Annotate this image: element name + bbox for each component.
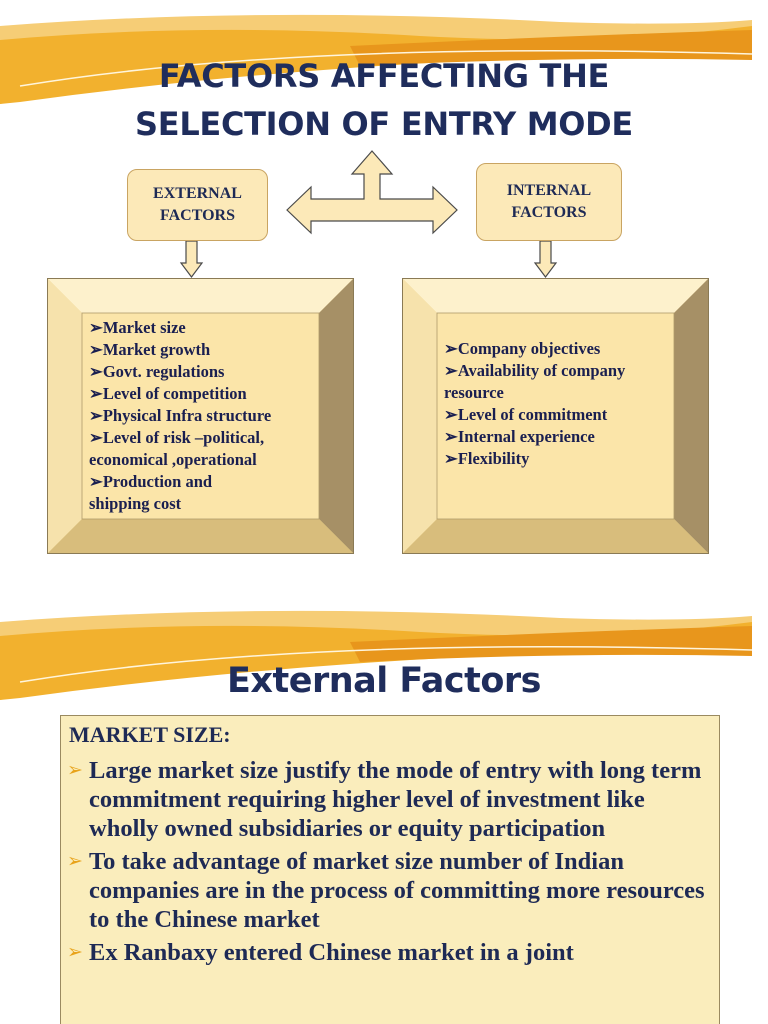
list-item: ➢Level of commitment xyxy=(444,405,608,424)
bidirectional-arrow-icon xyxy=(286,150,458,235)
title-line-2: SELECTION OF ENTRY MODE xyxy=(135,105,633,143)
external-factors-bevel-panel xyxy=(47,278,354,554)
slide-title: FACTORS AFFECTING THE SELECTION OF ENTRY… xyxy=(0,52,768,148)
internal-factors-list: ➢Company objectives ➢Availability of com… xyxy=(444,338,676,470)
slide-title: External Factors xyxy=(226,661,542,701)
internal-label-line-2: FACTORS xyxy=(511,204,587,221)
slide-external-factors: External Factors MARKET SIZE: ➢ Large ma… xyxy=(0,596,768,1024)
list-item: ➢ Ex Ranbaxy entered Chinese market in a… xyxy=(67,938,707,967)
header-swoosh-decoration xyxy=(0,610,753,700)
list-item: ➢Company objectives xyxy=(444,339,601,358)
internal-label-line-1: INTERNAL xyxy=(506,182,592,199)
bullet-list: ➢ Large market size justify the mode of … xyxy=(67,756,707,971)
external-label-line-1: EXTERNAL xyxy=(153,185,242,202)
external-label-line-2: FACTORS xyxy=(160,207,235,224)
list-item: ➢ To take advantage of market size numbe… xyxy=(67,847,707,934)
bullet-text: Ex Ranbaxy entered Chinese market in a j… xyxy=(89,939,574,966)
connector-arrows xyxy=(179,150,558,278)
bullet-arrow-icon: ➢ xyxy=(67,941,83,963)
list-item: ➢Internal experience xyxy=(444,427,595,446)
list-item: ➢Availability of company xyxy=(444,361,626,380)
header-swoosh-decoration xyxy=(0,14,753,105)
list-item: economical ,operational xyxy=(89,450,257,469)
bullet-text: To take advantage of market size number … xyxy=(89,848,705,933)
list-item: ➢Market size xyxy=(89,318,186,337)
internal-factors-bevel-panel xyxy=(402,278,709,554)
slide-factors-overview: FACTORS AFFECTING THE SELECTION OF ENTRY… xyxy=(0,14,768,554)
down-arrow-icon xyxy=(533,240,558,278)
market-size-content-box: MARKET SIZE: ➢ Large market size justify… xyxy=(60,715,720,1024)
title-line-1: FACTORS AFFECTING THE xyxy=(158,57,610,95)
list-item: shipping cost xyxy=(89,494,182,513)
list-item: ➢Market growth xyxy=(89,340,211,359)
section-heading: MARKET SIZE: xyxy=(69,722,231,747)
list-item: ➢Flexibility xyxy=(444,449,530,468)
bullet-arrow-icon: ➢ xyxy=(67,759,83,781)
bullet-text: Large market size justify the mode of en… xyxy=(89,757,702,842)
list-item: ➢Production and xyxy=(89,472,213,491)
list-item: ➢Level of risk –political, xyxy=(89,428,265,447)
internal-factors-box: INTERNAL FACTORS xyxy=(476,163,622,241)
external-factors-box: EXTERNAL FACTORS xyxy=(127,169,268,241)
list-item: resource xyxy=(444,383,504,402)
bullet-arrow-icon: ➢ xyxy=(67,850,83,872)
list-item: ➢ Large market size justify the mode of … xyxy=(67,756,707,843)
external-factors-list: ➢Market size ➢Market growth ➢Govt. regul… xyxy=(89,317,321,515)
down-arrow-icon xyxy=(179,240,204,278)
list-item: ➢Physical Infra structure xyxy=(89,406,272,425)
list-item: ➢Level of competition xyxy=(89,384,247,403)
list-item: ➢Govt. regulations xyxy=(89,362,225,381)
